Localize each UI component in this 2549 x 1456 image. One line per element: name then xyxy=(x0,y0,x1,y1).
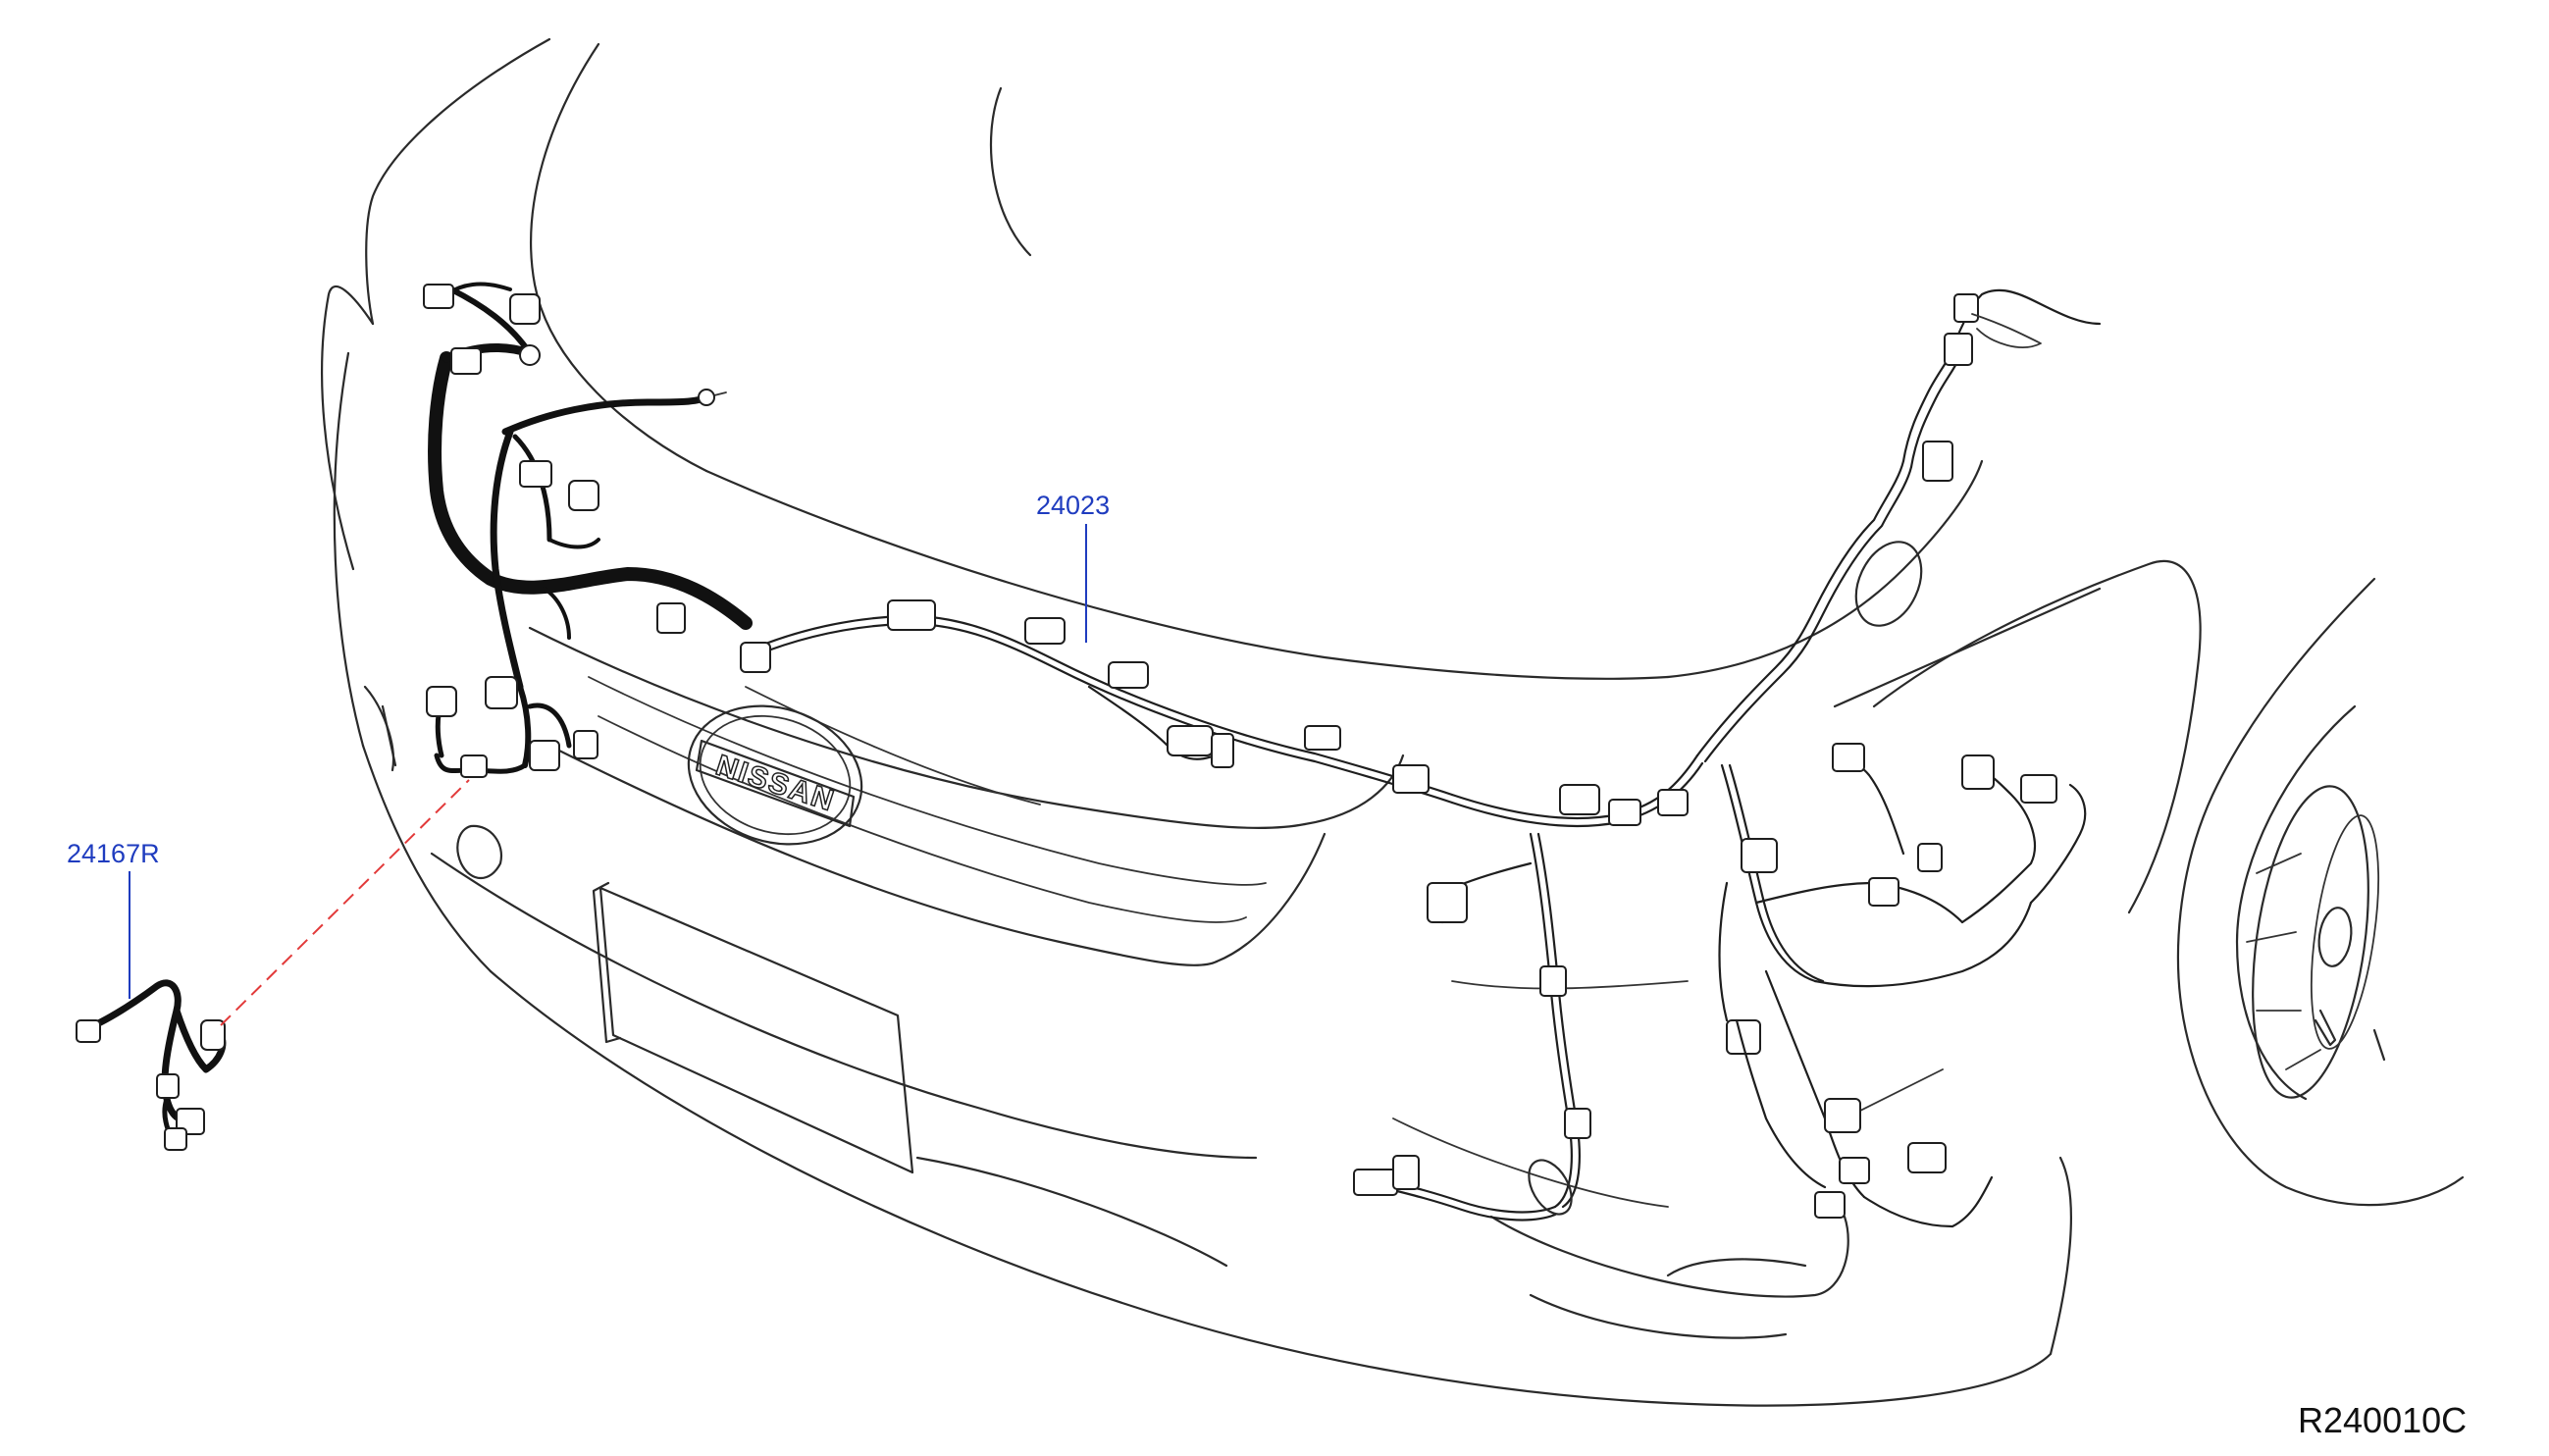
left-heavy-harness xyxy=(423,282,771,778)
vehicle-front-outline xyxy=(321,37,2465,1407)
callout-label-24023: 24023 xyxy=(1036,491,1111,520)
callout-label-24167R: 24167R xyxy=(67,839,160,868)
sub-harness-24167R xyxy=(76,979,227,1151)
dashed-link-line xyxy=(220,779,470,1026)
main-harness-24023 xyxy=(754,288,2102,1228)
drawing-code: R240010C xyxy=(2298,1400,2468,1440)
